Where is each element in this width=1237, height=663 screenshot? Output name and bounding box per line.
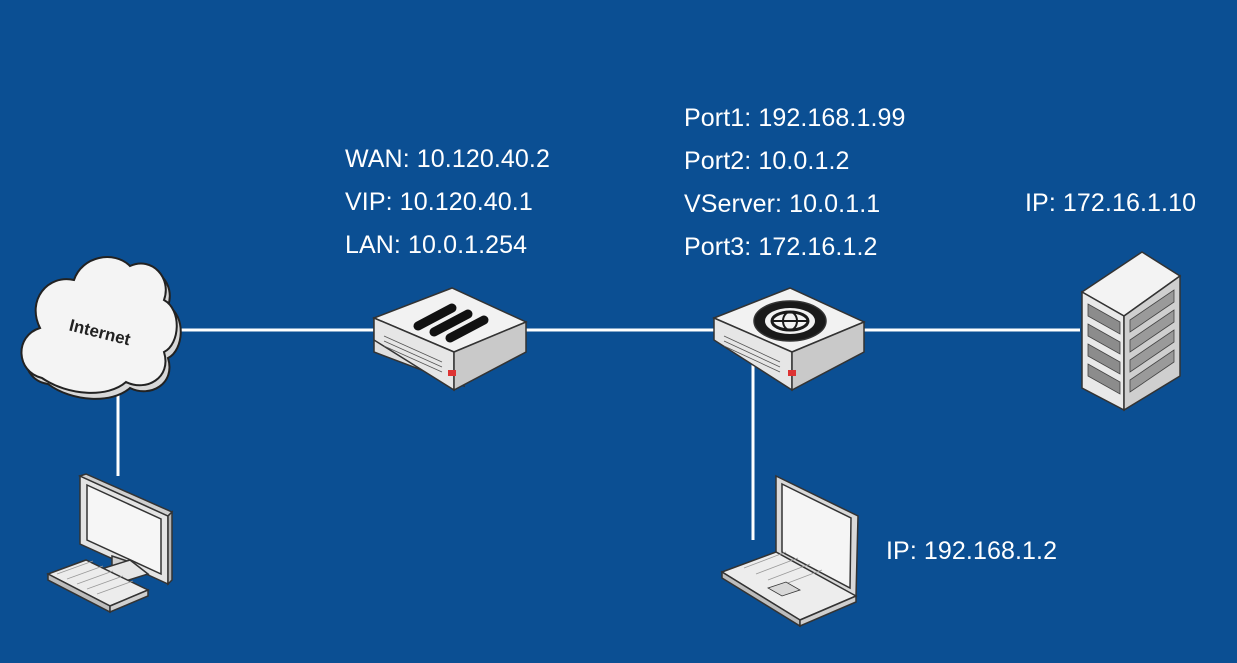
lb-port1-label: Port1: 192.168.1.99 [684,104,906,132]
lb-port3-label: Port3: 172.16.1.2 [684,233,878,261]
lb-port2-label: Port2: 10.0.1.2 [684,147,850,175]
load-balancer-appliance-icon [712,287,866,392]
connection-lines [116,328,1080,540]
firewall-lan-label: LAN: 10.0.1.254 [345,231,528,259]
laptop-ip-label: IP: 192.168.1.2 [886,537,1058,565]
load-balancer-labels: Port1: 192.168.1.99 Port2: 10.0.1.2 VSer… [684,97,906,269]
firewall-appliance-icon [372,287,528,392]
firewall-wan-label: WAN: 10.120.40.2 [345,145,550,173]
server-rack-icon [1080,251,1182,412]
cloud-icon: Internet [20,256,182,400]
firewall-labels: WAN: 10.120.40.2 VIP: 10.120.40.1 LAN: 1… [345,138,550,267]
desktop-computer-icon [46,473,174,614]
laptop-icon [720,474,859,628]
firewall-vip-label: VIP: 10.120.40.1 [345,188,533,216]
server-ip-label: IP: 172.16.1.10 [1025,189,1197,217]
gear-globe-icon [753,300,827,342]
lb-vserver-label: VServer: 10.0.1.1 [684,190,881,218]
